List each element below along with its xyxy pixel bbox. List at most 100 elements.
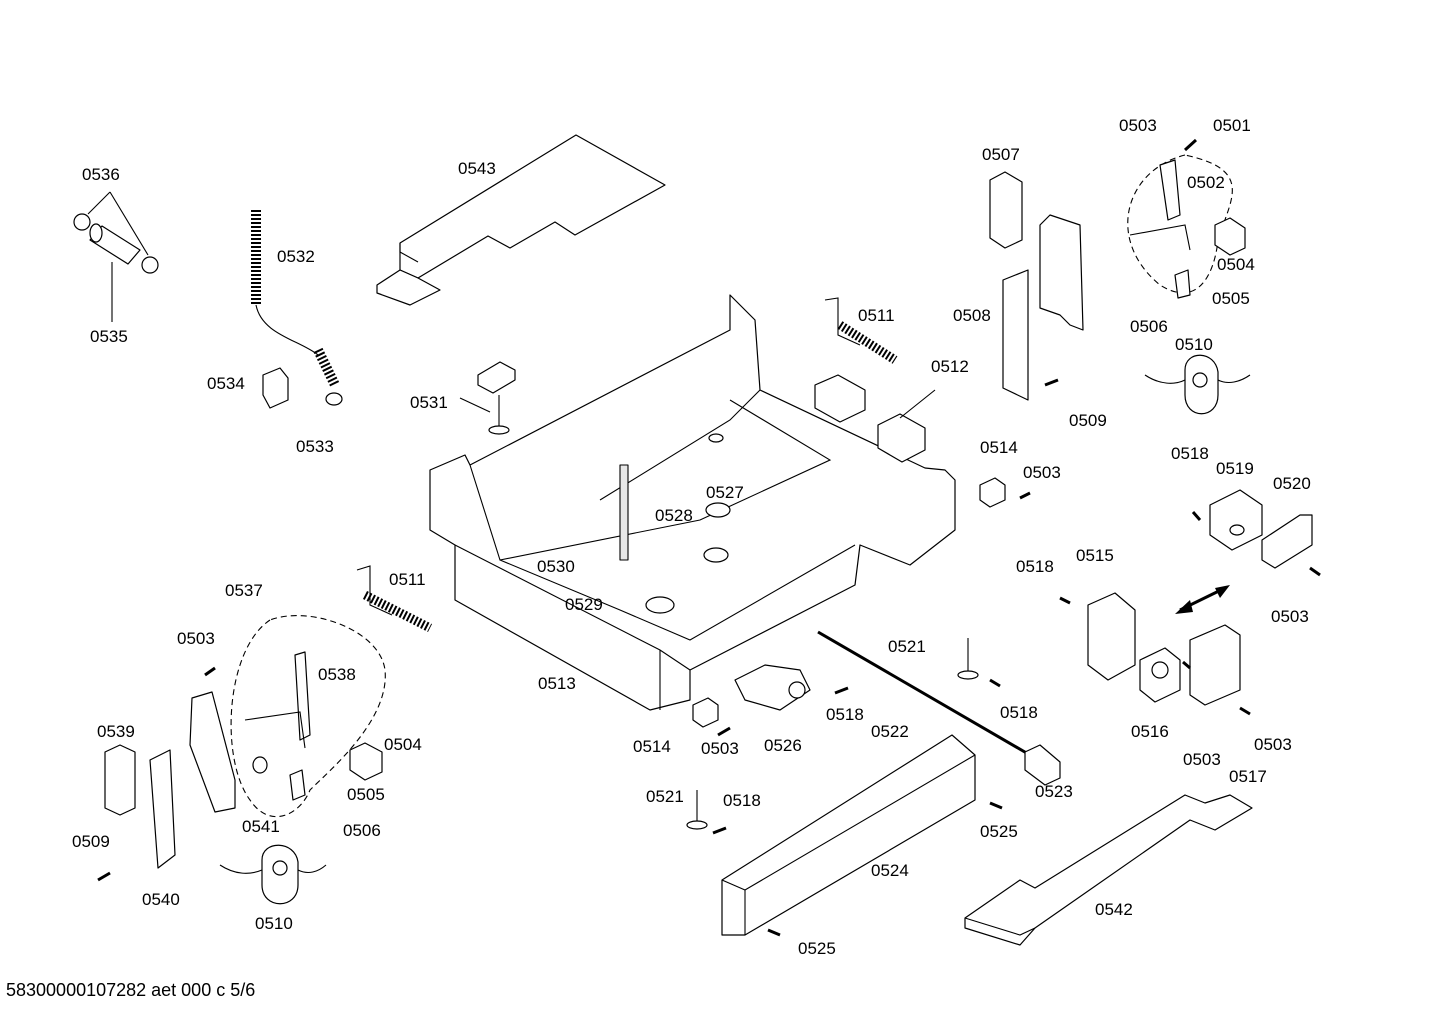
callout-0533: 0533 xyxy=(296,437,334,456)
part-cover-0539 xyxy=(104,744,136,816)
callout-0537: 0537 xyxy=(225,581,263,600)
callout-0513: 0513 xyxy=(538,674,576,693)
part-front-panel-0524 xyxy=(721,734,976,936)
part-clip-0534 xyxy=(262,367,289,409)
callout-0511: 0511 xyxy=(389,570,426,589)
callout-0534: 0534 xyxy=(207,374,245,393)
callout-0514: 0514 xyxy=(633,737,671,756)
callout-0503: 0503 xyxy=(177,629,215,648)
screws xyxy=(97,138,1321,937)
callout-0527: 0527 xyxy=(706,483,744,502)
callout-0530: 0530 xyxy=(537,557,575,576)
callout-0504: 0504 xyxy=(384,735,422,754)
callout-0516: 0516 xyxy=(1131,722,1169,741)
callout-0509: 0509 xyxy=(1069,411,1107,430)
part-motor-0510-left xyxy=(219,844,327,905)
callout-0538: 0538 xyxy=(318,665,356,684)
part-bracket-0514-center xyxy=(692,697,719,728)
callout-0503: 0503 xyxy=(1254,735,1292,754)
part-bracket-0514-right xyxy=(979,477,1006,508)
callout-0520: 0520 xyxy=(1273,474,1311,493)
callout-0518: 0518 xyxy=(1016,557,1054,576)
callout-0525: 0525 xyxy=(798,939,836,958)
part-base-tub-0513 xyxy=(429,294,956,711)
part-tube-0535 xyxy=(73,191,159,322)
callout-0505: 0505 xyxy=(347,785,385,804)
callout-0502: 0502 xyxy=(1187,173,1225,192)
callout-0526: 0526 xyxy=(764,736,802,755)
callout-0524: 0524 xyxy=(871,861,909,880)
part-cover-0520 xyxy=(1261,514,1313,569)
callout-0510: 0510 xyxy=(1175,335,1213,354)
part-bottom-plate-0542 xyxy=(964,794,1253,946)
callout-0522: 0522 xyxy=(871,722,909,741)
callout-0512: 0512 xyxy=(931,357,969,376)
part-group-0501 xyxy=(1127,154,1233,299)
callout-0529: 0529 xyxy=(565,595,603,614)
part-bracket-0515 xyxy=(1087,592,1136,681)
direction-arrow xyxy=(1175,585,1230,614)
part-bracket-0508 xyxy=(1002,214,1084,401)
callout-0506: 0506 xyxy=(343,821,381,840)
part-cover-0517 xyxy=(1189,624,1241,706)
callout-0503: 0503 xyxy=(1271,607,1309,626)
part-foot-0531 xyxy=(459,361,516,435)
part-knob-0523 xyxy=(1024,744,1061,786)
callout-0506: 0506 xyxy=(1130,317,1168,336)
callout-0521: 0521 xyxy=(888,637,926,656)
callout-0501: 0501 xyxy=(1213,116,1251,135)
callout-0508: 0508 xyxy=(953,306,991,325)
callout-0532: 0532 xyxy=(277,247,315,266)
callout-0503: 0503 xyxy=(701,739,739,758)
part-bracket-0507 xyxy=(989,171,1023,249)
part-bracket-0540 xyxy=(149,691,236,869)
callout-0519: 0519 xyxy=(1216,459,1254,478)
part-spring-0511-left xyxy=(356,565,433,633)
callout-0543: 0543 xyxy=(458,159,496,178)
callout-0510: 0510 xyxy=(255,914,293,933)
callout-0505: 0505 xyxy=(1212,289,1250,308)
part-foot-0521-right xyxy=(957,638,979,680)
part-spring-0511-top xyxy=(824,297,898,364)
callout-0536: 0536 xyxy=(82,165,120,184)
part-connector-0512 xyxy=(814,374,936,463)
callout-0521: 0521 xyxy=(646,787,684,806)
callout-0503: 0503 xyxy=(1183,750,1221,769)
callout-0518: 0518 xyxy=(1171,444,1209,463)
callout-0514: 0514 xyxy=(980,438,1018,457)
callout-0509: 0509 xyxy=(72,832,110,851)
callout-0525: 0525 xyxy=(980,822,1018,841)
callout-0541: 0541 xyxy=(242,817,280,836)
callout-0523: 0523 xyxy=(1035,782,1073,801)
callout-0518: 0518 xyxy=(1000,703,1038,722)
callout-0535: 0535 xyxy=(90,327,128,346)
part-plate-0516 xyxy=(1139,647,1181,703)
callout-0542: 0542 xyxy=(1095,900,1133,919)
part-cap-0504-right xyxy=(1214,217,1246,256)
callout-0531: 0531 xyxy=(410,393,448,412)
callout-0528: 0528 xyxy=(655,506,693,525)
callout-0518: 0518 xyxy=(826,705,864,724)
part-foot-0521-left xyxy=(686,790,708,830)
callout-0503: 0503 xyxy=(1023,463,1061,482)
part-cover-plate-0543 xyxy=(376,134,666,306)
callout-0518: 0518 xyxy=(723,791,761,810)
callout-0503: 0503 xyxy=(1119,116,1157,135)
part-group-0537 xyxy=(230,615,386,818)
callout-0511: 0511 xyxy=(858,306,895,325)
callout-0540: 0540 xyxy=(142,890,180,909)
document-reference: 58300000107282 aet 000 c 5/6 xyxy=(6,980,256,1000)
callout-0539: 0539 xyxy=(97,722,135,741)
callout-0504: 0504 xyxy=(1217,255,1255,274)
part-housing-0519 xyxy=(1209,489,1263,551)
part-rod-0522 xyxy=(817,630,1031,757)
part-motor-0510-right xyxy=(1144,354,1251,415)
callout-0507: 0507 xyxy=(982,145,1020,164)
callout-labels: 0501 0502 0503 0503 0503 0503 0503 0503 … xyxy=(72,116,1311,958)
part-valve-0526 xyxy=(734,664,811,711)
callout-0515: 0515 xyxy=(1076,546,1114,565)
part-cap-0504-left xyxy=(349,742,383,781)
part-hose-0532 xyxy=(251,210,343,406)
callout-0517: 0517 xyxy=(1229,767,1267,786)
